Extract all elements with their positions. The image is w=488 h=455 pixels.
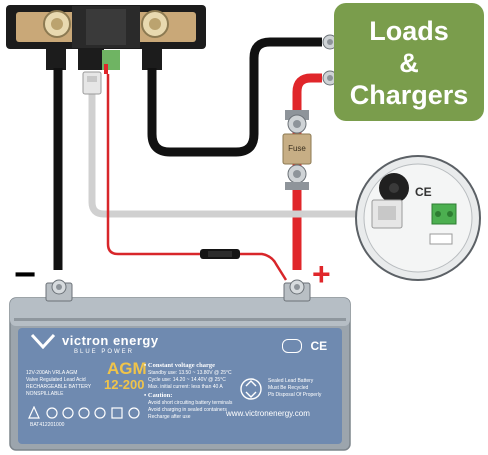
caution-line: Recharge after use <box>148 414 191 420</box>
buzzer-icon <box>379 173 409 203</box>
monitor-terminal-block <box>431 203 457 225</box>
battery-left-line: RECHARGEABLE BATTERY <box>26 384 92 390</box>
battery-website: www.victronenergy.com <box>226 409 310 418</box>
battery-model: 12-200 <box>104 377 145 392</box>
voltage-sense-wire <box>106 74 288 281</box>
battery-type: AGM <box>107 359 147 378</box>
battery-cert-marks: CE <box>282 337 332 353</box>
loads-and-chargers-box <box>334 3 484 121</box>
battery-left-small-text: 12V-200Ah VRLA AGM Valve Regulated Lead … <box>26 370 102 398</box>
victron-logo-icon <box>30 333 56 350</box>
charge-line: Standby use: 13.50 ~ 13.80V @ 25°C <box>148 370 232 376</box>
battery-tagline: BLUE POWER <box>74 349 135 355</box>
shunt-left-bolt-icon <box>43 10 71 38</box>
caution-line: Avoid short circuiting battery terminals <box>148 400 233 406</box>
battery-right-line: Sealed Lead Battery <box>268 378 314 384</box>
inline-fuse-holder <box>200 249 240 259</box>
battery-left-line: 12V-200Ah VRLA AGM <box>26 370 78 376</box>
charge-line: Cycle use: 14.20 ~ 14.40V @ 25°C <box>148 377 226 383</box>
battery-negative-terminal <box>45 279 73 302</box>
battery-left-line: Valve Regulated Lead Acid <box>26 377 86 383</box>
monitor-connector <box>429 233 453 245</box>
recycling-icons <box>238 376 264 402</box>
battery-part-number: BAT412201000 <box>30 422 65 428</box>
battery-left-line: NONSPILLABLE <box>26 391 64 397</box>
loads-ampersand-label: & <box>399 48 419 78</box>
shunt <box>6 5 206 74</box>
negative-sign: − <box>14 254 37 296</box>
battery-right-line: Must Be Recycled <box>268 385 309 391</box>
positive-sign: + <box>312 256 331 292</box>
rj12-signal-cable <box>88 92 372 218</box>
battery-monitor <box>355 155 481 281</box>
main-fuse <box>282 110 312 190</box>
battery-charge-block: • Constant voltage charge Standby use: 1… <box>144 362 254 421</box>
battery-label-panel <box>18 328 342 444</box>
chargers-label: Chargers <box>349 80 469 110</box>
rj12-connector <box>82 71 102 95</box>
battery-brand: victron energy <box>62 333 159 348</box>
charge-line: Max. initial current: less than 40 A <box>148 384 223 390</box>
battery-right-small-text: Sealed Lead Battery Must Be Recycled Pb … <box>268 378 340 399</box>
battery-positive-terminal <box>283 279 311 302</box>
caution-heading: • Caution: <box>144 392 173 399</box>
fuse-label: Fuse <box>288 144 306 153</box>
system-negative-cable <box>147 37 322 157</box>
battery-right-line: Pb Disposal Of Properly <box>268 392 322 398</box>
battery-ce-mark: CE <box>310 338 328 353</box>
caution-line: Avoid charging in sealed containers <box>148 407 227 413</box>
charge-heading: • Constant voltage charge <box>144 362 216 369</box>
positive-cable <box>292 73 322 270</box>
shunt-right-bolt-icon <box>141 10 169 38</box>
ul-recognized-icon <box>282 338 302 353</box>
monitor-ce-mark: CE <box>415 185 432 199</box>
battery-warning-icons <box>28 405 148 420</box>
loads-label: Loads <box>369 16 449 46</box>
